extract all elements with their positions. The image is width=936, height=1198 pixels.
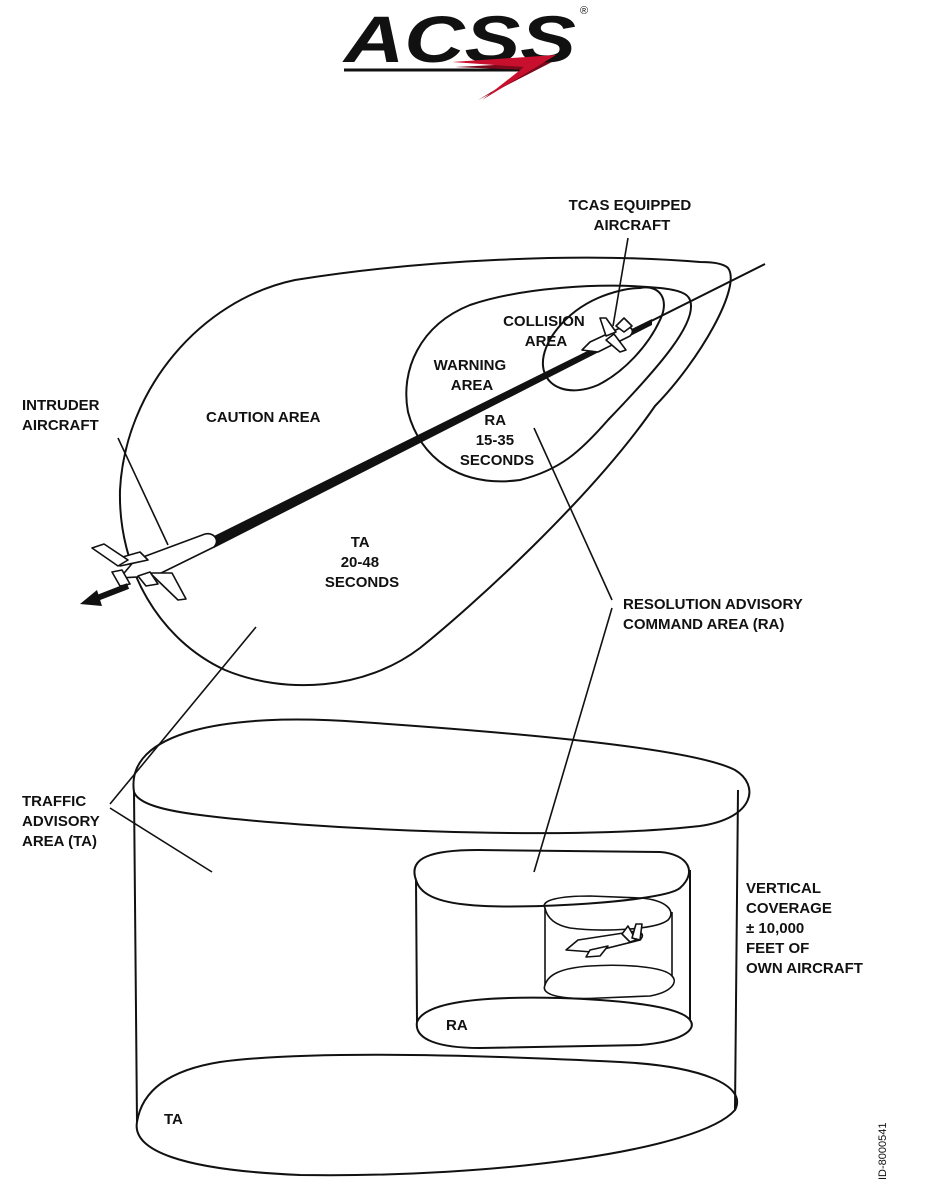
label-ra-base: RA (446, 1017, 468, 1034)
collision-volume (544, 896, 674, 998)
label-vertical-coverage: VERTICAL COVERAGE ± 10,000 FEET OF OWN A… (746, 880, 863, 977)
tcas-aircraft-icon (582, 318, 632, 352)
label-tcas-equipped: TCAS EQUIPPED AIRCRAFT (569, 197, 696, 234)
label-ta-base: TA (164, 1111, 183, 1128)
label-warning-area: WARNING AREA (434, 357, 511, 394)
label-resolution-advisory: RESOLUTION ADVISORY COMMAND AREA (RA) (623, 596, 807, 633)
label-document-id: ID-8000541 (877, 1123, 889, 1181)
label-ra-time: RA 15-35 SECONDS (460, 412, 534, 469)
registered-mark: ® (580, 5, 588, 17)
side-view-volumes (133, 720, 749, 1176)
leader-traffic-bottom (110, 808, 212, 872)
label-caution-area: CAUTION AREA (206, 409, 321, 426)
ta-volume (133, 720, 749, 1176)
leader-intruder (118, 438, 168, 545)
acss-logo: ACSS ® (341, 2, 588, 100)
intruder-trail (214, 319, 652, 548)
logo-swoosh (452, 55, 556, 100)
leader-tcas (613, 238, 628, 326)
ta-volume-base (137, 1055, 737, 1175)
intruder-direction-arrow (80, 586, 128, 606)
collision-volume-base (544, 965, 674, 998)
ta-volume-top (133, 720, 749, 834)
label-intruder-aircraft: INTRUDER AIRCRAFT (22, 397, 104, 434)
label-collision-area: COLLISION AREA (503, 313, 589, 350)
leader-traffic-top (110, 627, 256, 804)
labels: TCAS EQUIPPED AIRCRAFT COLLISION AREA WA… (22, 197, 889, 1180)
ra-volume-top (414, 850, 689, 906)
label-ta-time: TA 20-48 SECONDS (325, 534, 399, 591)
label-traffic-advisory: TRAFFIC ADVISORY AREA (TA) (22, 793, 104, 850)
